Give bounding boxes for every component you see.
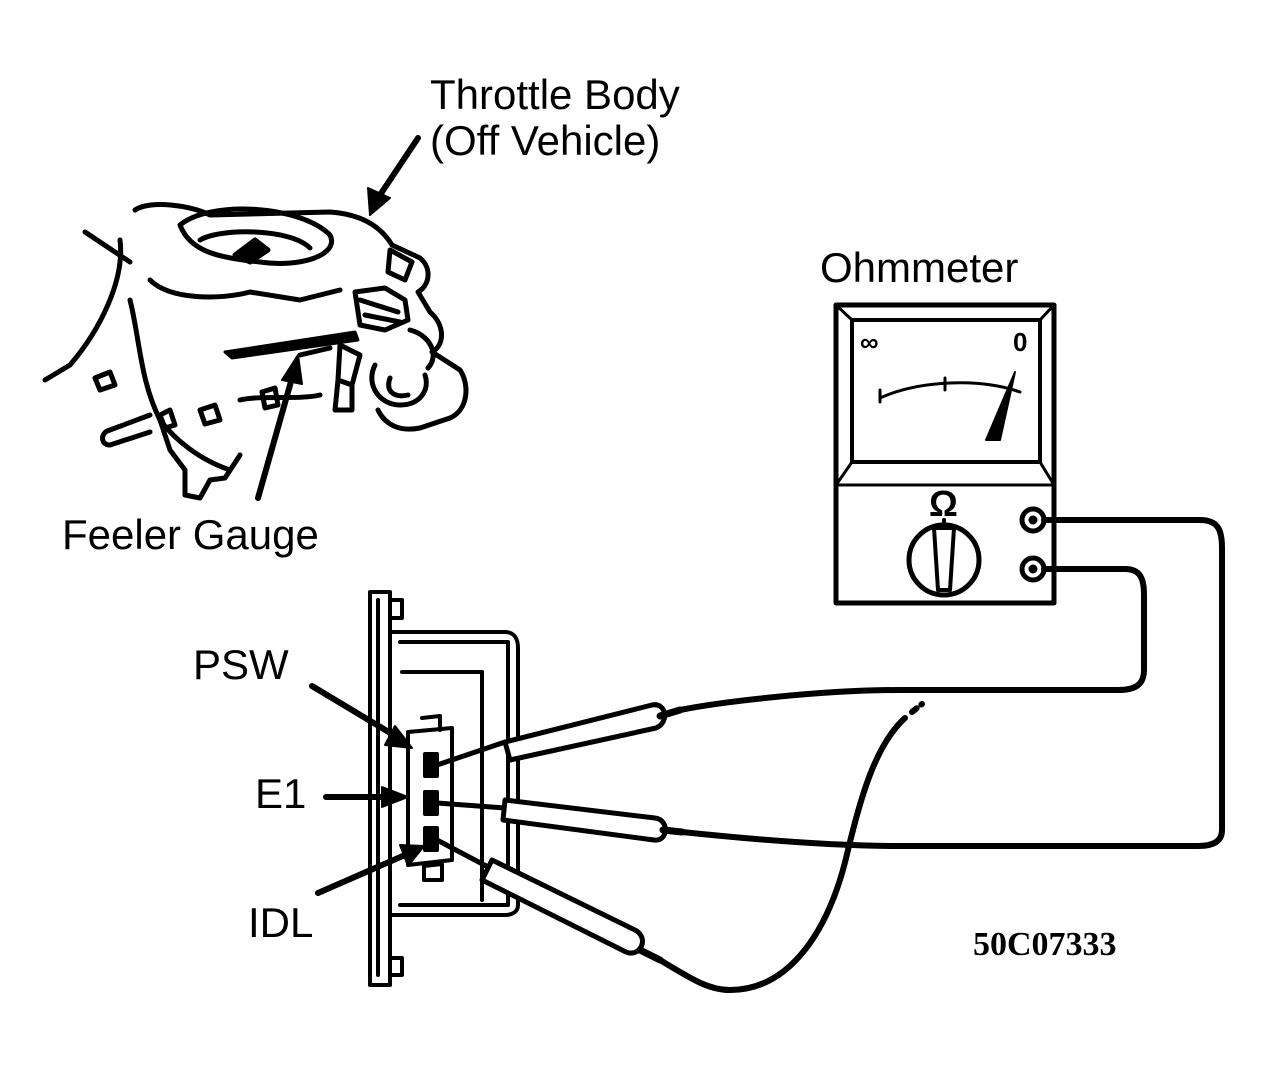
probe-e1 — [434, 797, 686, 843]
meter-zero-mark: 0 — [1013, 327, 1028, 357]
ohmmeter-label: Ohmmeter — [820, 244, 1019, 291]
probe-psw — [434, 702, 684, 768]
throttle-body — [42, 202, 469, 501]
throttle-body-label: Throttle Body (Off Vehicle) — [430, 71, 680, 165]
idl-label: IDL — [248, 899, 314, 946]
figure-id-label: 50C07333 — [973, 926, 1117, 963]
feeler-gauge-blade — [223, 330, 360, 360]
throttle-body-arrow — [367, 135, 421, 216]
ohm-symbol: Ω — [929, 483, 958, 524]
lead-wires — [657, 517, 1225, 993]
e1-label: E1 — [255, 770, 307, 817]
throttle-body-label-line2: (Off Vehicle) — [430, 117, 661, 165]
throttle-body-label-line1: Throttle Body — [430, 71, 680, 118]
e1-arrow — [323, 786, 409, 808]
ohmmeter — [833, 302, 1057, 606]
meter-infinity-mark: ∞ — [860, 327, 879, 357]
tps-connector — [368, 590, 520, 987]
probe-idl — [434, 837, 664, 964]
feeler-gauge-arrow — [255, 354, 303, 501]
psw-arrow — [309, 683, 413, 749]
feeler-gauge-label: Feeler Gauge — [62, 511, 319, 558]
idl-arrow — [315, 844, 425, 896]
psw-label: PSW — [193, 641, 289, 688]
